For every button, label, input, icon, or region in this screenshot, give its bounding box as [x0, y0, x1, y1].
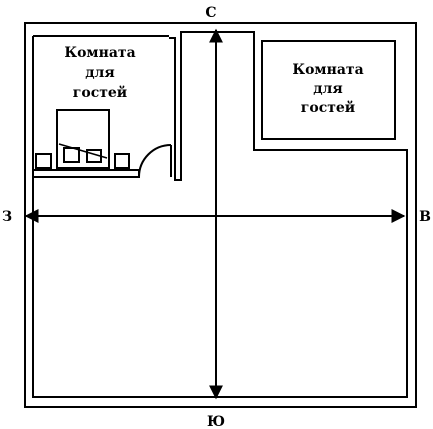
- door-arc: [138, 144, 172, 178]
- left-room-bottom-wall: [32, 169, 140, 178]
- bed-pillow: [63, 147, 80, 163]
- compass-north-label: С: [205, 5, 216, 21]
- compass-west-label: З: [2, 209, 12, 225]
- compass-south-label: Ю: [207, 414, 225, 429]
- right-room-label-line3: гостей: [301, 99, 355, 116]
- nightstand: [114, 153, 130, 169]
- right-room-label-line1: Комната: [292, 62, 363, 78]
- left-room-label-line3: гостей: [73, 84, 127, 101]
- nightstand: [35, 153, 52, 169]
- bed-blanket-fold: [58, 143, 108, 159]
- right-guest-room: [261, 40, 396, 140]
- compass-east-label: В: [419, 209, 431, 225]
- left-room-label-line2: для: [85, 65, 115, 81]
- inner-wall-outline: [32, 31, 408, 398]
- right-room-label-line2: для: [313, 81, 343, 97]
- left-room-label-line1: Комната: [64, 45, 135, 61]
